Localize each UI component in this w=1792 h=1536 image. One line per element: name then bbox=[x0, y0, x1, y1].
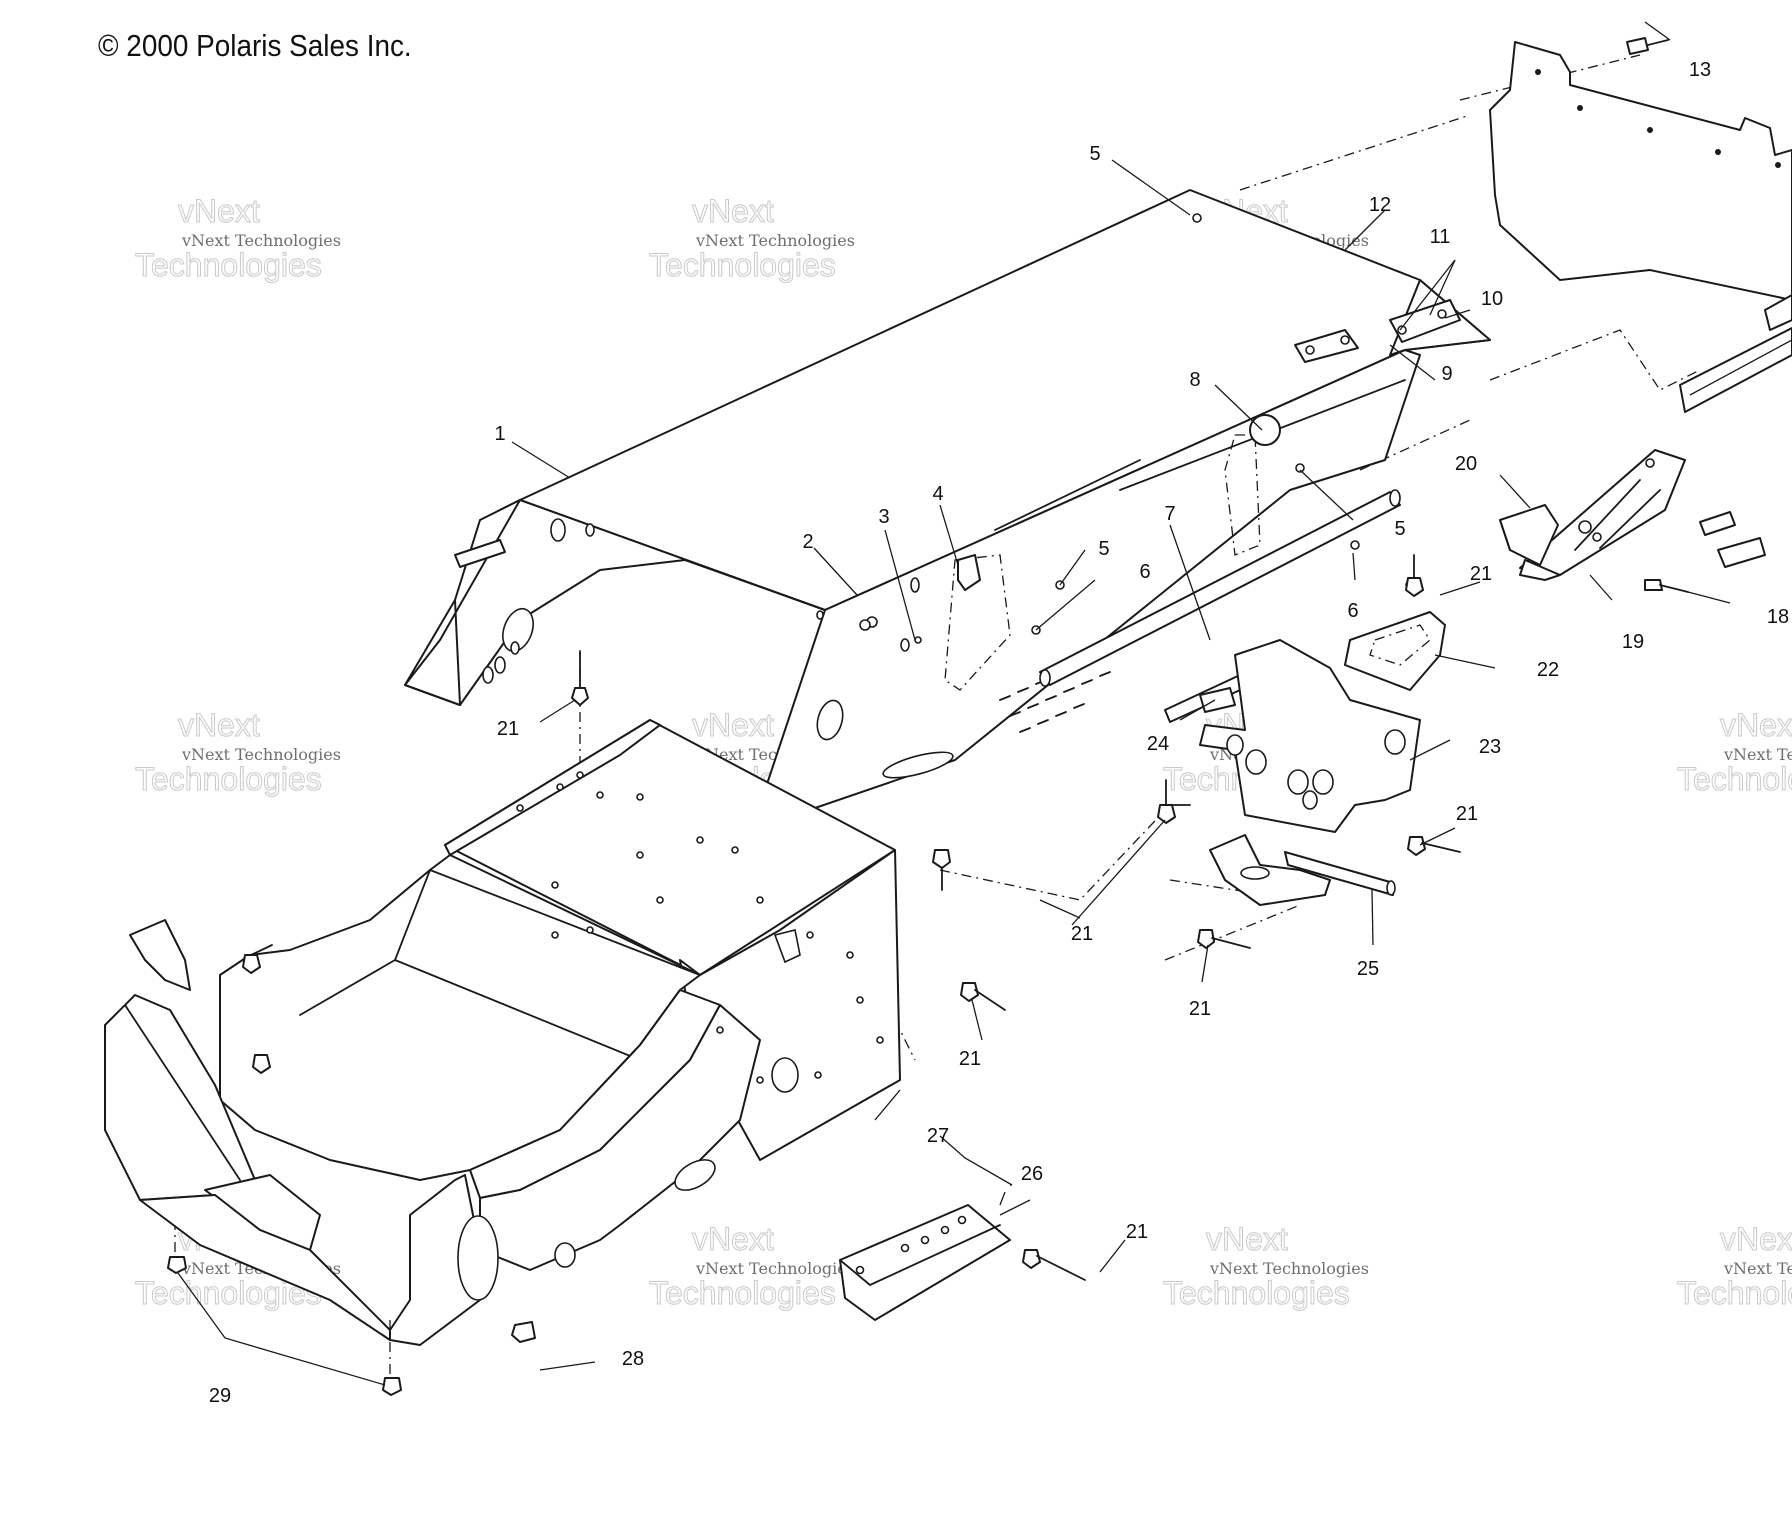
watermark: Technologies vNext vNext Technologies bbox=[1677, 1221, 1792, 1312]
watermark-large-text: Technologies bbox=[1677, 1275, 1792, 1311]
callout-21: 21 bbox=[1071, 923, 1093, 945]
watermark-brand-text: vNext bbox=[1720, 1221, 1792, 1257]
bracket-part-25 bbox=[1209, 834, 1396, 906]
watermark-brand-text: vNext bbox=[1720, 707, 1792, 743]
callout-19: 19 bbox=[1622, 631, 1644, 653]
watermark-large-text: Technologies bbox=[649, 247, 836, 283]
fasteners bbox=[167, 37, 1669, 1396]
watermark-text: vNext Technologies bbox=[1723, 745, 1792, 764]
watermark-text: vNext Technologies bbox=[1209, 1259, 1369, 1278]
watermark: Technologies vNext vNext Technologies bbox=[649, 1221, 855, 1312]
callout-21: 21 bbox=[1456, 803, 1478, 825]
tunnel-tube-stub bbox=[454, 539, 506, 568]
callout-28: 28 bbox=[622, 1348, 644, 1370]
pad-part-22 bbox=[1344, 611, 1446, 691]
callout-21: 21 bbox=[1189, 998, 1211, 1020]
watermark-text: vNext Technologies bbox=[695, 231, 855, 250]
plate-part-26 bbox=[839, 1204, 1011, 1321]
watermark-large-text: Technologies bbox=[649, 1275, 836, 1311]
callout-6: 6 bbox=[1139, 561, 1150, 583]
callout-26: 26 bbox=[1021, 1163, 1043, 1185]
watermark-large-text: Technologies bbox=[1677, 761, 1792, 797]
callout-20: 20 bbox=[1455, 453, 1477, 475]
watermark-text: vNext Technologies bbox=[1723, 1259, 1792, 1278]
watermark: Technologies vNext vNext Technologies bbox=[135, 193, 341, 284]
watermark-large-text: Technologies bbox=[135, 247, 322, 283]
watermark-text: vNext Technologies bbox=[695, 1259, 855, 1278]
callout-5: 5 bbox=[1394, 518, 1405, 540]
watermark-brand-text: vNext bbox=[692, 193, 774, 229]
callout-2: 2 bbox=[802, 531, 813, 553]
callout-4: 4 bbox=[932, 483, 943, 505]
callout-24: 24 bbox=[1147, 733, 1169, 755]
callout-22: 22 bbox=[1537, 659, 1559, 681]
callout-18: 18 bbox=[1767, 606, 1789, 628]
callout-21: 21 bbox=[497, 718, 519, 740]
watermark: Technologies vNext vNext Technologies bbox=[1677, 707, 1792, 798]
watermark-brand-text: vNext bbox=[178, 193, 260, 229]
slide-rail bbox=[1679, 294, 1792, 413]
callout-6: 6 bbox=[1347, 600, 1358, 622]
cap-part-20 bbox=[1499, 504, 1559, 566]
watermark-text: vNext Technologies bbox=[181, 745, 341, 764]
callout-1: 1 bbox=[494, 423, 505, 445]
callout-29: 29 bbox=[209, 1385, 231, 1407]
suspension-mount-part-19 bbox=[1519, 449, 1686, 581]
bracket-assembly-part-23 bbox=[1199, 639, 1421, 833]
watermark: Technologies vNext vNext Technologies bbox=[649, 193, 855, 284]
callout-21: 21 bbox=[959, 1048, 981, 1070]
bulkhead-holes bbox=[516, 771, 884, 1084]
callout-21: 21 bbox=[1126, 1221, 1148, 1243]
callout-3: 3 bbox=[878, 506, 889, 528]
copyright-notice: © 2000 Polaris Sales Inc. bbox=[98, 28, 412, 63]
bulkhead-part-27 bbox=[104, 719, 901, 1346]
shim-part bbox=[1699, 511, 1766, 568]
callout-5: 5 bbox=[1089, 143, 1100, 165]
callout-13: 13 bbox=[1689, 59, 1711, 81]
callout-12: 12 bbox=[1369, 194, 1391, 216]
watermark-large-text: Technologies bbox=[1163, 1275, 1350, 1311]
callout-5: 5 bbox=[1098, 538, 1109, 560]
callout-8: 8 bbox=[1189, 369, 1200, 391]
callout-labels: 1 2 3 4 5 5 5 6 6 7 8 9 10 11 12 13 18 1… bbox=[209, 59, 1789, 1407]
callout-10: 10 bbox=[1481, 288, 1503, 310]
bearing-part-8 bbox=[1249, 414, 1281, 446]
rear-bumper-part-13 bbox=[1489, 41, 1792, 301]
watermark-brand-text: vNext bbox=[1206, 1221, 1288, 1257]
watermark-brand-text: vNext bbox=[692, 1221, 774, 1257]
watermark-brand-text: vNext bbox=[178, 707, 260, 743]
watermark-brand-text: vNext bbox=[692, 707, 774, 743]
callout-9: 9 bbox=[1441, 363, 1452, 385]
callout-21: 21 bbox=[1470, 563, 1492, 585]
callout-23: 23 bbox=[1479, 736, 1501, 758]
watermark-large-text: Technologies bbox=[135, 761, 322, 797]
bracket-part-12 bbox=[1294, 299, 1461, 363]
leader-lines bbox=[177, 21, 1731, 1386]
callout-27: 27 bbox=[927, 1125, 949, 1147]
callout-11: 11 bbox=[1430, 226, 1451, 248]
tunnel-part-1 bbox=[404, 189, 1491, 821]
watermark-text: vNext Technologies bbox=[181, 231, 341, 250]
callout-25: 25 bbox=[1357, 958, 1379, 980]
watermark: Technologies vNext vNext Technologies bbox=[1163, 1221, 1369, 1312]
bracket-part-4 bbox=[957, 554, 981, 591]
watermark-layer: Technologies vNext vNext Technologies Te… bbox=[135, 193, 1792, 1312]
bolt-part-18 bbox=[1644, 579, 1689, 593]
watermark: Technologies vNext vNext Technologies bbox=[135, 707, 341, 798]
callout-7: 7 bbox=[1164, 503, 1175, 525]
